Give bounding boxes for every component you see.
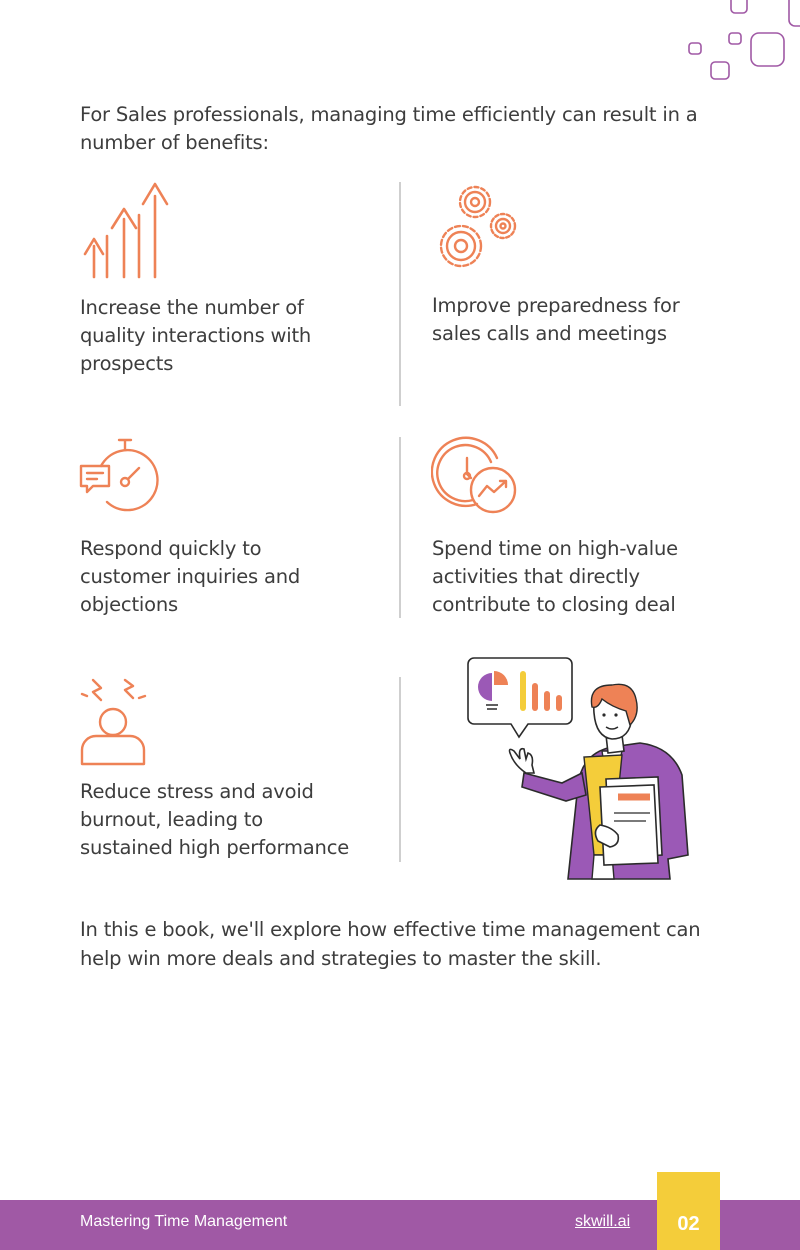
growth-arrows-icon	[83, 182, 169, 279]
decorative-squares	[688, 0, 800, 80]
column-divider	[399, 182, 401, 406]
footer-title: Mastering Time Management	[80, 1213, 288, 1230]
column-divider	[399, 437, 401, 618]
footer-website-link[interactable]: skwill.ai	[575, 1213, 631, 1230]
page-number: 02	[677, 1213, 700, 1235]
gears-icon	[439, 185, 517, 268]
benefit-text-3: Respond quickly to customer inquiries an…	[80, 537, 301, 616]
stressed-person-icon	[80, 678, 147, 766]
column-divider	[399, 677, 401, 862]
page-number-box: 02	[657, 1172, 720, 1250]
benefit-text-2: Improve preparedness for sales calls and…	[432, 294, 680, 345]
benefit-text-4: Spend time on high-value activities that…	[432, 537, 678, 616]
intro-paragraph: For Sales professionals, managing time e…	[80, 103, 698, 154]
outro-paragraph: In this e book, we'll explore how effect…	[80, 918, 701, 970]
benefit-text-5: Reduce stress and avoid burnout, leading…	[80, 780, 350, 859]
businessman-illustration	[467, 657, 689, 880]
benefit-text-1: Increase the number of quality interacti…	[80, 296, 312, 375]
stopwatch-chat-icon	[79, 438, 159, 512]
clock-growth-icon	[431, 436, 517, 514]
